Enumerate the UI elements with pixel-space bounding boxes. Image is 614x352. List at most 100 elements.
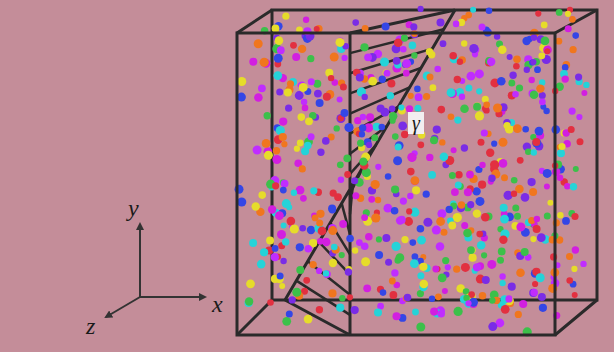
particle	[303, 277, 310, 284]
particle	[511, 177, 518, 184]
particle	[268, 205, 276, 213]
particle	[281, 180, 289, 188]
particle	[543, 169, 552, 178]
particle	[254, 39, 263, 48]
particle	[410, 23, 417, 30]
axes	[106, 224, 205, 317]
particle	[570, 46, 577, 53]
particle	[473, 103, 481, 111]
plane-label: γ	[408, 112, 424, 134]
particle	[305, 245, 313, 253]
particle	[529, 188, 537, 196]
particle	[393, 57, 401, 65]
particle	[305, 117, 313, 125]
particle	[249, 239, 257, 247]
particle	[400, 46, 407, 53]
particle	[277, 46, 285, 54]
particle	[465, 300, 471, 306]
particle	[529, 289, 537, 297]
particle	[508, 80, 515, 87]
particle	[516, 222, 525, 231]
particle	[339, 295, 345, 301]
axis-label: z	[86, 314, 95, 338]
particle	[303, 17, 309, 23]
particle	[478, 139, 485, 146]
particle	[521, 193, 530, 202]
particle	[359, 131, 365, 137]
particle	[400, 198, 407, 205]
particle	[531, 34, 538, 41]
particle	[279, 283, 285, 289]
particle	[395, 141, 404, 150]
particle	[440, 152, 449, 161]
particle	[544, 48, 550, 54]
particle	[382, 22, 390, 30]
particle	[501, 174, 508, 181]
particle	[432, 266, 439, 273]
particle	[380, 289, 387, 296]
particle	[323, 93, 331, 101]
particle	[359, 124, 366, 131]
particle	[410, 259, 419, 268]
particle	[417, 141, 424, 148]
particle	[569, 108, 576, 115]
particle	[522, 126, 529, 133]
particle	[357, 140, 364, 147]
particle	[487, 260, 496, 269]
particle	[536, 273, 545, 282]
particle	[341, 109, 349, 117]
particle	[434, 66, 441, 73]
particle	[532, 281, 538, 287]
particle	[433, 126, 441, 134]
particle	[475, 69, 484, 78]
particle	[298, 45, 306, 53]
particle	[366, 113, 374, 121]
particle	[535, 127, 544, 136]
particle	[497, 257, 504, 264]
particle	[430, 84, 437, 91]
particle	[354, 117, 361, 124]
particle	[382, 234, 390, 242]
particle	[499, 159, 508, 168]
particle	[412, 309, 419, 316]
particle	[286, 311, 293, 318]
particle	[580, 261, 586, 267]
particle	[277, 230, 286, 239]
particle	[435, 293, 442, 300]
particle	[453, 213, 462, 222]
particle	[362, 25, 369, 32]
particle	[464, 188, 472, 196]
particle	[538, 293, 546, 301]
particle	[508, 283, 516, 291]
particle	[530, 90, 539, 99]
particle	[514, 213, 521, 220]
particle	[440, 40, 447, 47]
particle	[562, 64, 569, 71]
particle	[568, 126, 575, 133]
particle	[262, 139, 271, 148]
particle	[547, 200, 553, 206]
particle	[448, 113, 455, 120]
particle	[516, 84, 523, 91]
particle	[314, 90, 322, 98]
particle	[558, 143, 565, 150]
particle	[266, 237, 274, 245]
particle	[447, 88, 456, 97]
particle	[557, 212, 563, 218]
particle	[531, 289, 538, 296]
particle	[274, 54, 283, 63]
particle	[284, 89, 292, 97]
particle	[329, 259, 337, 267]
particle	[516, 269, 525, 278]
particle	[419, 263, 427, 271]
particle	[407, 153, 416, 162]
particle	[316, 306, 323, 313]
particle	[364, 53, 372, 61]
particle	[528, 178, 536, 186]
particle	[573, 166, 579, 172]
particle	[389, 278, 396, 285]
particle	[556, 9, 563, 16]
cube-front	[237, 33, 555, 335]
particle	[504, 122, 511, 129]
particle	[478, 181, 486, 189]
